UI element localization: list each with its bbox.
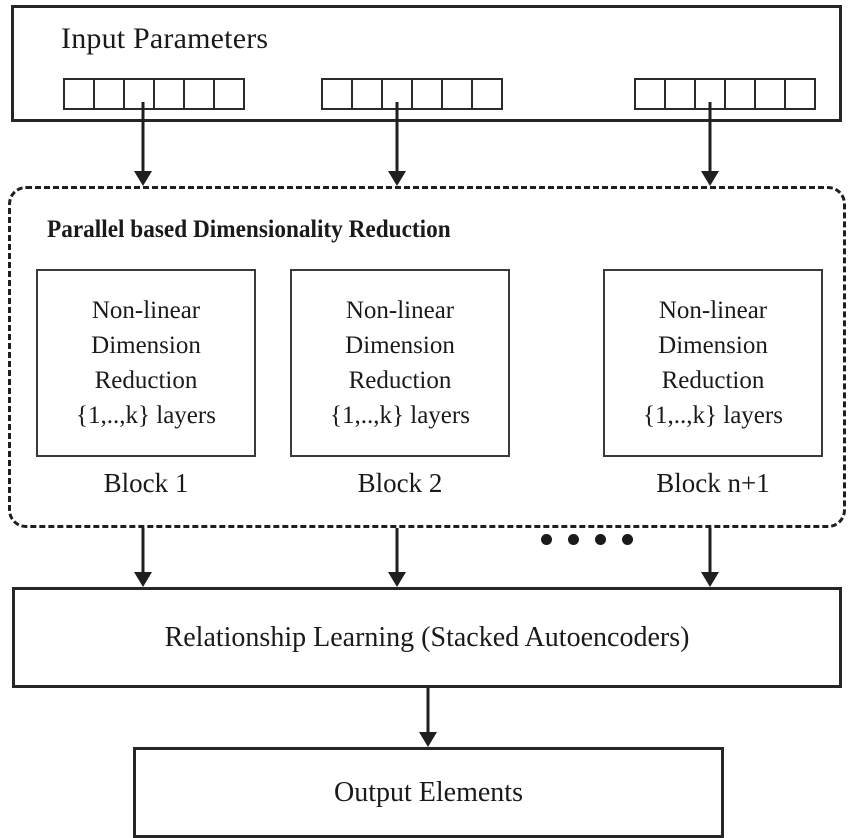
block-caption-2: Block 2	[357, 468, 443, 498]
block-line: {1,..,k} layers	[330, 402, 470, 429]
input-cell	[443, 80, 473, 108]
block-box-2: Non-linear Dimension Reduction {1,..,k} …	[290, 269, 510, 457]
block-line: Non-linear	[345, 297, 455, 324]
input-parameters-panel: Input Parameters	[11, 5, 842, 122]
input-cell	[353, 80, 383, 108]
input-cell-group-2	[321, 78, 503, 110]
output-elements-label: Output Elements	[334, 776, 523, 808]
input-cell	[786, 80, 816, 108]
block-line: Reduction	[661, 367, 765, 394]
input-cell	[95, 80, 125, 108]
input-cell-group-1	[63, 78, 245, 110]
ellipsis-dot	[568, 534, 579, 545]
input-cell	[666, 80, 696, 108]
block-line: Non-linear	[91, 297, 201, 324]
block-line: Dimension	[345, 332, 455, 359]
parallel-dimensionality-reduction-panel: Parallel based Dimensionality Reduction …	[8, 186, 846, 545]
input-cell	[155, 80, 185, 108]
relationship-learning-box: Relationship Learning (Stacked Autoencod…	[12, 587, 842, 688]
input-cell	[185, 80, 215, 108]
input-cell	[125, 80, 155, 108]
input-cell	[756, 80, 786, 108]
ellipsis-dot	[541, 534, 552, 545]
block-box-1: Non-linear Dimension Reduction {1,..,k} …	[36, 269, 256, 457]
relationship-learning-label: Relationship Learning (Stacked Autoencod…	[164, 621, 690, 653]
block-caption-1: Block 1	[103, 468, 189, 498]
block-line: Reduction	[94, 367, 198, 394]
input-stem-2	[395, 102, 399, 122]
input-cell	[473, 80, 503, 108]
block-box-3: Non-linear Dimension Reduction {1,..,k} …	[603, 269, 823, 457]
input-parameters-title: Input Parameters	[61, 22, 269, 55]
input-stem-3	[708, 102, 712, 122]
block-line: {1,..,k} layers	[643, 402, 783, 429]
input-cell	[323, 80, 353, 108]
ellipsis-icon	[541, 534, 633, 545]
pdr-panel-title: Parallel based Dimensionality Reduction	[47, 216, 451, 243]
input-cell	[65, 80, 95, 108]
input-stem-1	[141, 102, 145, 122]
block-line: Dimension	[91, 332, 201, 359]
block-line: Non-linear	[658, 297, 768, 324]
block-line: Reduction	[348, 367, 452, 394]
block-line: Dimension	[658, 332, 768, 359]
block-caption-3: Block n+1	[656, 468, 770, 498]
input-cell	[636, 80, 666, 108]
input-cell-group-3	[634, 78, 816, 110]
output-elements-box: Output Elements	[133, 747, 724, 838]
block-line: {1,..,k} layers	[76, 402, 216, 429]
input-cell	[215, 80, 245, 108]
ellipsis-dot	[595, 534, 606, 545]
input-cell	[726, 80, 756, 108]
ellipsis-dot	[622, 534, 633, 545]
input-cell	[413, 80, 443, 108]
